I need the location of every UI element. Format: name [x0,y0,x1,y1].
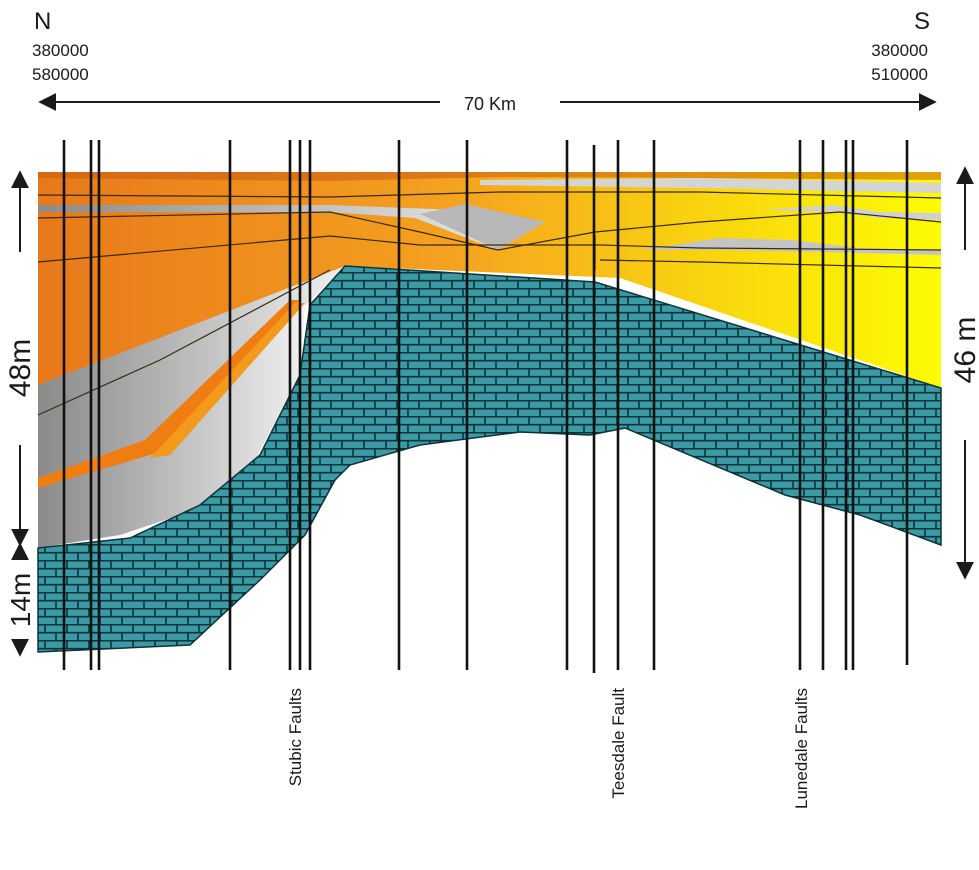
south-coord-northing: 510000 [871,65,928,84]
strata [37,172,942,653]
grey-lens-right [640,238,941,255]
scale-left-lower-label: 14m [5,573,36,627]
fault-lines [62,140,909,673]
grey-lens-center [420,204,545,250]
south-label: S [914,8,930,35]
south-coord-easting: 380000 [871,41,928,60]
horizon-lines [37,191,942,416]
north-label: N [34,8,51,35]
scale-right-label: 46 m [949,317,979,384]
scale-left-upper-label: 48m [4,339,37,397]
fault-label-teesdale: Teesdale Fault [609,688,628,799]
left-scale: 48m 14m [4,170,37,657]
grey-basin-lower [38,305,305,548]
fault-label-lunedale: Lunedale Faults [792,688,811,809]
orange-basin-band-2 [150,303,305,458]
limestone-block [37,265,942,653]
top-dark-band [38,172,941,181]
grey-lens-left [38,205,545,250]
distance-label: 70 Km [464,94,516,114]
north-coord-easting: 380000 [32,41,89,60]
north-coord-northing: 580000 [32,65,89,84]
fault-label-stubic: Stubic Faults [286,688,305,786]
upper-sediment-layer [38,172,941,485]
right-scale: 46 m [949,166,979,580]
